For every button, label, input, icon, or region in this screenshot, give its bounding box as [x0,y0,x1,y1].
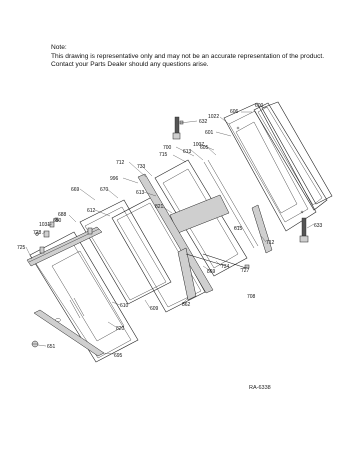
label-651: 651 [47,344,56,350]
label-712-upper: 712 [116,160,125,166]
note-line-1: This drawing is representative only and … [51,52,325,60]
label-615: 615 [234,226,243,232]
outer-window-frame [253,101,333,211]
label-613-upper: 613 [183,149,192,155]
label-670: 670 [100,187,109,193]
label-862: 862 [182,302,191,308]
label-688: 688 [58,212,67,218]
label-733: 733 [137,164,146,170]
label-708: 708 [247,294,256,300]
bracket-862 [177,247,197,301]
part-labels: 632 1022 606 600 601 700 1007 715 613 60… [17,103,323,359]
note-heading: Note: [51,44,67,51]
screw-651 [31,340,39,348]
label-821: 821 [155,204,164,210]
note-line-2: Contact your Parts Dealer should any que… [51,61,209,69]
door-handle [26,226,103,267]
label-695: 695 [114,353,123,359]
label-605: 605 [200,145,209,151]
label-869: 869 [207,269,216,275]
label-612: 612 [87,208,96,214]
label-1022: 1022 [208,114,219,120]
middle-glass-pane [111,196,206,313]
label-609: 609 [150,306,159,312]
side-trim-right [251,204,273,254]
label-715: 715 [159,152,168,158]
label-820: 820 [116,326,125,332]
label-1007: 1007 [193,142,204,148]
label-734: 734 [221,264,230,270]
label-700: 700 [163,145,172,151]
label-728: 728 [33,230,42,236]
label-1031: 1031 [39,222,50,228]
leader-lines [25,106,315,355]
label-632: 632 [199,119,208,125]
label-727: 727 [241,268,250,274]
inner-window-frame [154,159,259,277]
label-606: 606 [230,109,239,115]
hinge-upper [172,116,184,140]
drawing-reference-code: RA-6338 [249,385,271,391]
label-610: 610 [120,303,129,309]
label-712-lower: 712 [266,240,275,246]
bottom-trim [33,309,105,357]
label-996: 996 [110,176,119,182]
door-liner-frame [223,102,317,232]
label-669: 669 [71,187,80,193]
hinge-lower [299,217,309,243]
label-613-lower: 613 [136,190,145,196]
label-650: 650 [53,218,62,224]
lower-rods [185,253,250,269]
label-600: 600 [255,103,264,109]
inner-glass-pane [79,199,172,305]
label-633: 633 [314,223,323,229]
disclaimer-note: Note: This drawing is representative onl… [51,44,341,70]
label-601: 601 [205,130,214,136]
label-725: 725 [17,245,26,251]
